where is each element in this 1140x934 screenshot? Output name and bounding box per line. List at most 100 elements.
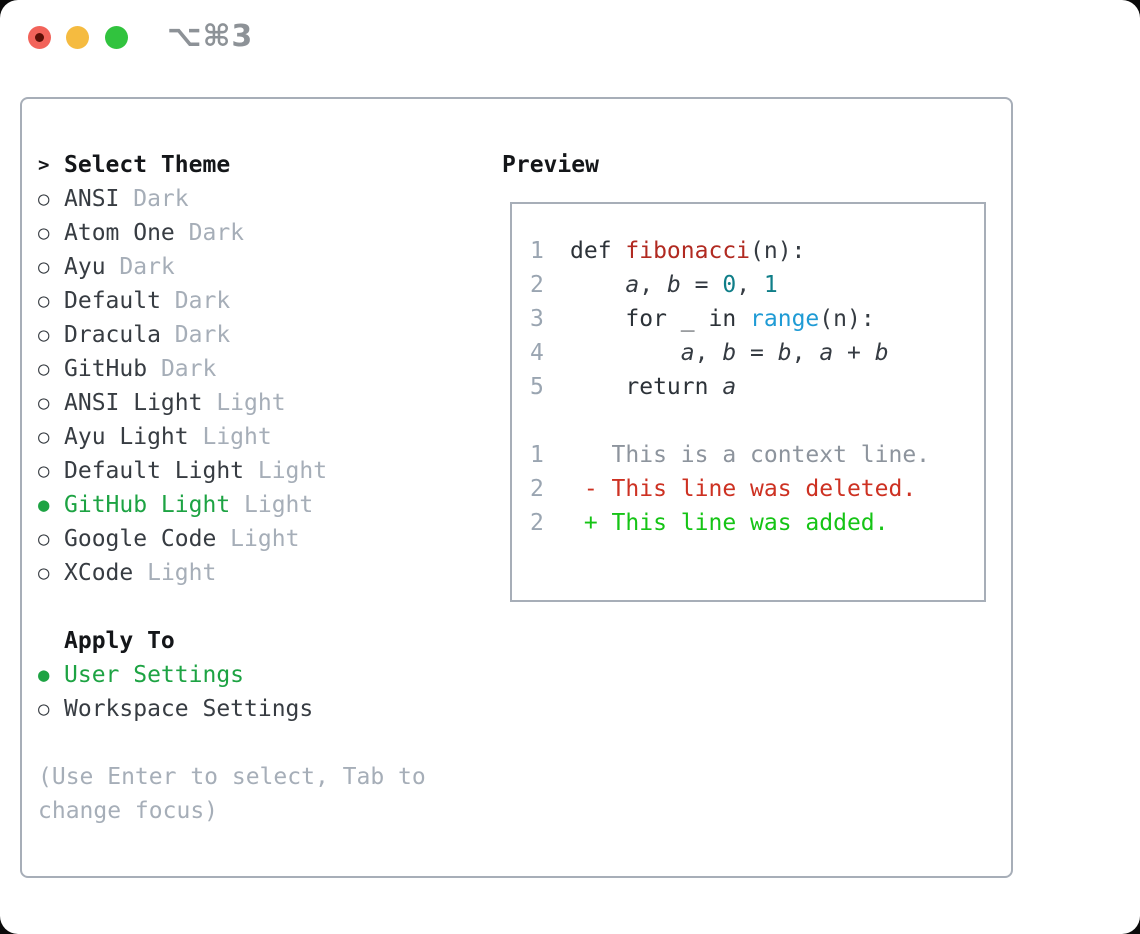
theme-option-ansi-light[interactable]: ○ANSI Light Light <box>38 386 488 420</box>
radio-selected-icon: ● <box>38 494 50 516</box>
code-segment <box>570 306 625 332</box>
code-segment: b <box>722 340 737 366</box>
option-label: ANSI <box>64 186 120 212</box>
option-label: Default Light <box>64 458 245 484</box>
close-dot-icon <box>35 33 44 42</box>
theme-list: ○ANSI Dark○Atom One Dark○Ayu Dark○Defaul… <box>38 182 488 590</box>
theme-option-ayu-light[interactable]: ○ Ayu Light Light <box>38 420 488 454</box>
zoom-button-icon[interactable] <box>105 26 128 49</box>
code-segment: a <box>680 340 695 366</box>
option-label: Workspace Settings <box>64 696 314 722</box>
radio-icon: ○ <box>38 324 50 346</box>
code-segment: + This line was added. <box>570 510 889 536</box>
line-number: 2 <box>530 272 544 298</box>
theme-option-ansi[interactable]: ○ANSI Dark <box>38 182 488 216</box>
code-segment: def <box>570 238 626 264</box>
apply-option-user-settings[interactable]: ● User Settings <box>38 658 488 692</box>
option-label: Google Code <box>64 526 217 552</box>
option-variant-label: Light <box>230 492 314 518</box>
theme-option-default-light[interactable]: ○Default Light Light <box>38 454 488 488</box>
code-segment: a <box>625 272 640 298</box>
code-segment: b <box>666 272 681 298</box>
code-segment: + <box>833 340 875 366</box>
radio-icon: ○ <box>38 698 50 720</box>
code-segment: 0 <box>722 272 737 298</box>
option-label: XCode <box>64 560 134 586</box>
preview-code: 1 def fibonacci(n): 2 a, b = 0, 1 3 for _… <box>512 204 984 540</box>
code-segment <box>570 272 625 298</box>
select-theme-label: Select Theme <box>64 152 231 178</box>
code-segment: This is a context line. <box>570 442 931 468</box>
radio-icon: ○ <box>38 426 50 448</box>
code-segment <box>570 374 625 400</box>
theme-option-default[interactable]: ○ Default Dark <box>38 284 488 318</box>
window-title: ⌥⌘3 <box>167 19 254 54</box>
spacer-row <box>38 726 488 760</box>
theme-option-github[interactable]: ○GitHub Dark <box>38 352 488 386</box>
option-label: Ayu <box>64 254 106 280</box>
option-label: ANSI Light <box>64 390 203 416</box>
code-line: 3 for _ in range(n): <box>530 306 875 332</box>
apply-to-list: ● User Settings ○ Workspace Settings <box>38 658 488 726</box>
code-segment: , <box>694 340 723 366</box>
minimize-button-icon[interactable] <box>66 26 89 49</box>
option-label: Default <box>64 288 161 314</box>
code-segment: range <box>750 306 820 332</box>
option-variant-label: Dark <box>160 322 231 348</box>
option-variant-label: Dark <box>160 288 231 314</box>
code-segment: (n): <box>750 238 806 264</box>
radio-icon: ○ <box>38 392 50 414</box>
close-button-icon[interactable] <box>28 26 51 49</box>
theme-option-dracula[interactable]: ○Dracula Dark <box>38 318 488 352</box>
option-variant-label: Light <box>133 560 217 586</box>
theme-option-google-code[interactable]: ○Google Code Light <box>38 522 488 556</box>
apply-to-header: Apply To <box>38 624 488 658</box>
radio-selected-icon: ● <box>38 664 50 686</box>
theme-option-github-light[interactable]: ● GitHub Light Light <box>38 488 488 522</box>
code-line: 2 a, b = 0, 1 <box>530 272 778 298</box>
line-number: 2 <box>530 510 544 536</box>
apply-to-label: Apply To <box>64 628 175 654</box>
radio-icon: ○ <box>38 222 50 244</box>
apply-option-workspace-settings[interactable]: ○ Workspace Settings <box>38 692 488 726</box>
option-label: Ayu Light <box>64 424 189 450</box>
option-label: GitHub Light <box>64 492 231 518</box>
radio-icon: ○ <box>38 460 50 482</box>
code-segment: , <box>791 340 820 366</box>
code-segment: a <box>819 340 834 366</box>
titlebar: ⌥⌘3 <box>0 0 1140 74</box>
code-segment: in <box>708 306 737 332</box>
code-segment: , <box>639 272 667 298</box>
line-number: 1 <box>530 238 544 264</box>
code-segment: a <box>722 374 737 400</box>
radio-icon: ○ <box>38 188 50 210</box>
radio-icon: ○ <box>38 528 50 550</box>
code-segment: b <box>874 340 889 366</box>
code-segment: fibonacci <box>625 238 751 264</box>
line-number: 3 <box>530 306 544 332</box>
diff-line: 2 - This line was deleted. <box>530 476 916 502</box>
radio-icon: ○ <box>38 290 50 312</box>
code-segment: _ <box>666 306 709 332</box>
option-variant-label: Dark <box>147 356 217 382</box>
option-variant-label: Light <box>188 424 272 450</box>
code-segment: - This line was deleted. <box>570 476 917 502</box>
code-segment: = <box>680 272 723 298</box>
theme-option-atom-one[interactable]: ○Atom One Dark <box>38 216 488 250</box>
theme-option-ayu[interactable]: ○Ayu Dark <box>38 250 488 284</box>
theme-option-xcode[interactable]: ○ XCode Light <box>38 556 488 590</box>
option-label: User Settings <box>64 662 245 688</box>
option-variant-label: Dark <box>105 254 175 280</box>
option-variant-label: Dark <box>174 220 245 246</box>
diff-line: 1 This is a context line. <box>530 442 930 468</box>
code-segment <box>708 374 722 400</box>
code-line: 4 a, b = b, a + b <box>530 340 889 366</box>
radio-icon: ○ <box>38 562 50 584</box>
code-segment: = <box>736 340 778 366</box>
option-label: GitHub <box>64 356 148 382</box>
line-number: 2 <box>530 476 544 502</box>
select-theme-header: >Select Theme <box>38 148 488 182</box>
code-line: 1 def fibonacci(n): <box>530 238 805 264</box>
code-segment <box>736 306 750 332</box>
